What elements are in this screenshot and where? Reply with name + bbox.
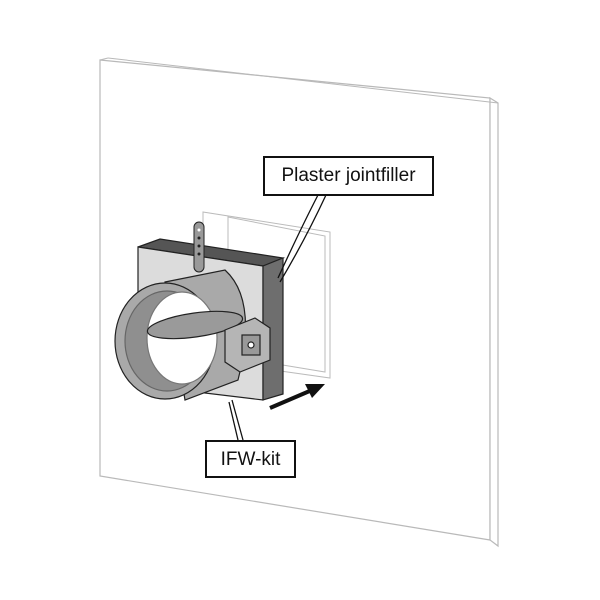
ifw-kit-label: IFW-kit (205, 440, 296, 478)
damper-duct (114, 269, 247, 401)
plaster-jointfiller-label: Plaster jointfiller (263, 156, 434, 196)
actuator (224, 317, 271, 373)
mounting-strap (193, 221, 205, 273)
leader-lines (228, 194, 327, 441)
insertion-arrow-icon (269, 384, 325, 410)
